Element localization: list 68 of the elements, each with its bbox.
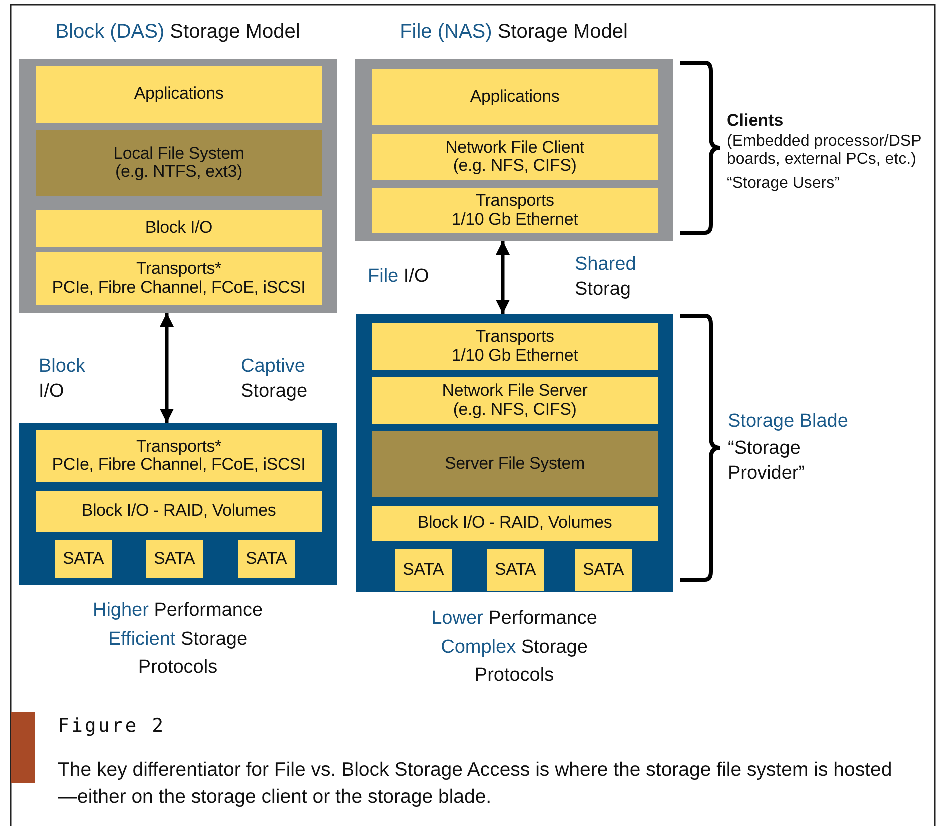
panel-caption: Higher Performance: [92, 599, 264, 623]
panel-caption: Protocols: [474, 664, 554, 688]
layer-box: [36, 430, 322, 482]
layer-label: Transports*: [136, 438, 222, 456]
layer-label: Network File Client: [446, 138, 584, 157]
layer-box: [372, 69, 658, 125]
layer-label: Transports*: [136, 260, 222, 278]
layer-label: Local File System: [114, 144, 244, 163]
drive-box: [487, 549, 544, 591]
layer-box: [372, 506, 658, 541]
layer-box: [372, 323, 658, 370]
layer-label: 1/10 Gb Ethernet: [452, 346, 578, 365]
panel-title: File (NAS) Storage Model: [399, 21, 629, 44]
double-arrow: [496, 241, 510, 314]
layer-label: Block I/O - RAID, Volumes: [418, 514, 612, 533]
annotation: Block I/O: [39, 355, 86, 404]
drive-label: SATA: [62, 550, 104, 568]
layer-label: Transports: [476, 328, 554, 346]
layer-label: Block I/O: [145, 219, 213, 238]
drive-label: SATA: [246, 550, 288, 568]
annotation: (Embedded processor/DSP boards, external PCs, etc.): [727, 133, 922, 168]
layer-label: Applications: [470, 88, 560, 106]
layer-label: 1/10 Gb Ethernet: [452, 210, 578, 229]
panel-caption: Efficient Storage: [108, 628, 248, 652]
drive-box: [575, 549, 632, 591]
annotation: “Storage Users”: [727, 175, 840, 193]
layer-box: [372, 188, 658, 233]
caption: The key differentiator for File vs. Block Storage Access is where the storage file system is hosted—either on the storage client or the storage blade.: [58, 758, 894, 810]
layer-label: PCIe, Fibre Channel, FCoE, iSCSI: [52, 456, 306, 474]
panel-caption: Protocols: [138, 656, 218, 680]
layer-box: [36, 252, 322, 305]
layer-box: [36, 210, 322, 247]
layer-label: Block I/O - RAID, Volumes: [82, 502, 276, 521]
stack-panel: [19, 423, 337, 585]
annotation: Clients: [727, 110, 784, 132]
annotation: “Storage Provider”: [728, 437, 806, 486]
layer-box: [36, 66, 322, 123]
double-arrow: [160, 313, 174, 423]
annotation: Captive Storage: [241, 355, 309, 404]
drive-label: SATA: [582, 560, 624, 580]
annotation: Shared Storag: [575, 253, 638, 302]
layer-label: (e.g. NFS, CIFS): [453, 400, 577, 419]
drive-box: [395, 549, 452, 591]
stack-panel: [356, 314, 673, 592]
drive-box: [238, 540, 295, 578]
layer-label: Transports: [476, 192, 554, 210]
drive-label: SATA: [494, 560, 536, 580]
layer-box: [372, 431, 658, 497]
drive-label: SATA: [154, 550, 196, 568]
annotation: File I/O: [368, 265, 430, 289]
layer-label: Server File System: [445, 454, 585, 474]
panel-title: Block (DAS) Storage Model: [54, 21, 302, 44]
panel-caption: Lower Performance: [432, 607, 598, 631]
drive-box: [55, 540, 112, 578]
panel-caption: Complex Storage: [441, 636, 588, 660]
layer-box: [36, 130, 322, 196]
annotation: Storage Blade: [728, 410, 848, 434]
drive-box: [146, 540, 203, 578]
figure-number: Figure 2: [58, 714, 166, 739]
layer-label: (e.g. NTFS, ext3): [116, 163, 242, 182]
layer-label: Network File Server: [442, 382, 588, 400]
drive-label: SATA: [402, 560, 444, 580]
layer-label: (e.g. NFS, CIFS): [453, 157, 577, 176]
layer-box: [36, 491, 322, 532]
layer-label: PCIe, Fibre Channel, FCoE, iSCSI: [52, 278, 306, 297]
layer-box: [372, 377, 658, 424]
layer-box: [372, 134, 658, 180]
layer-label: Applications: [134, 85, 224, 104]
